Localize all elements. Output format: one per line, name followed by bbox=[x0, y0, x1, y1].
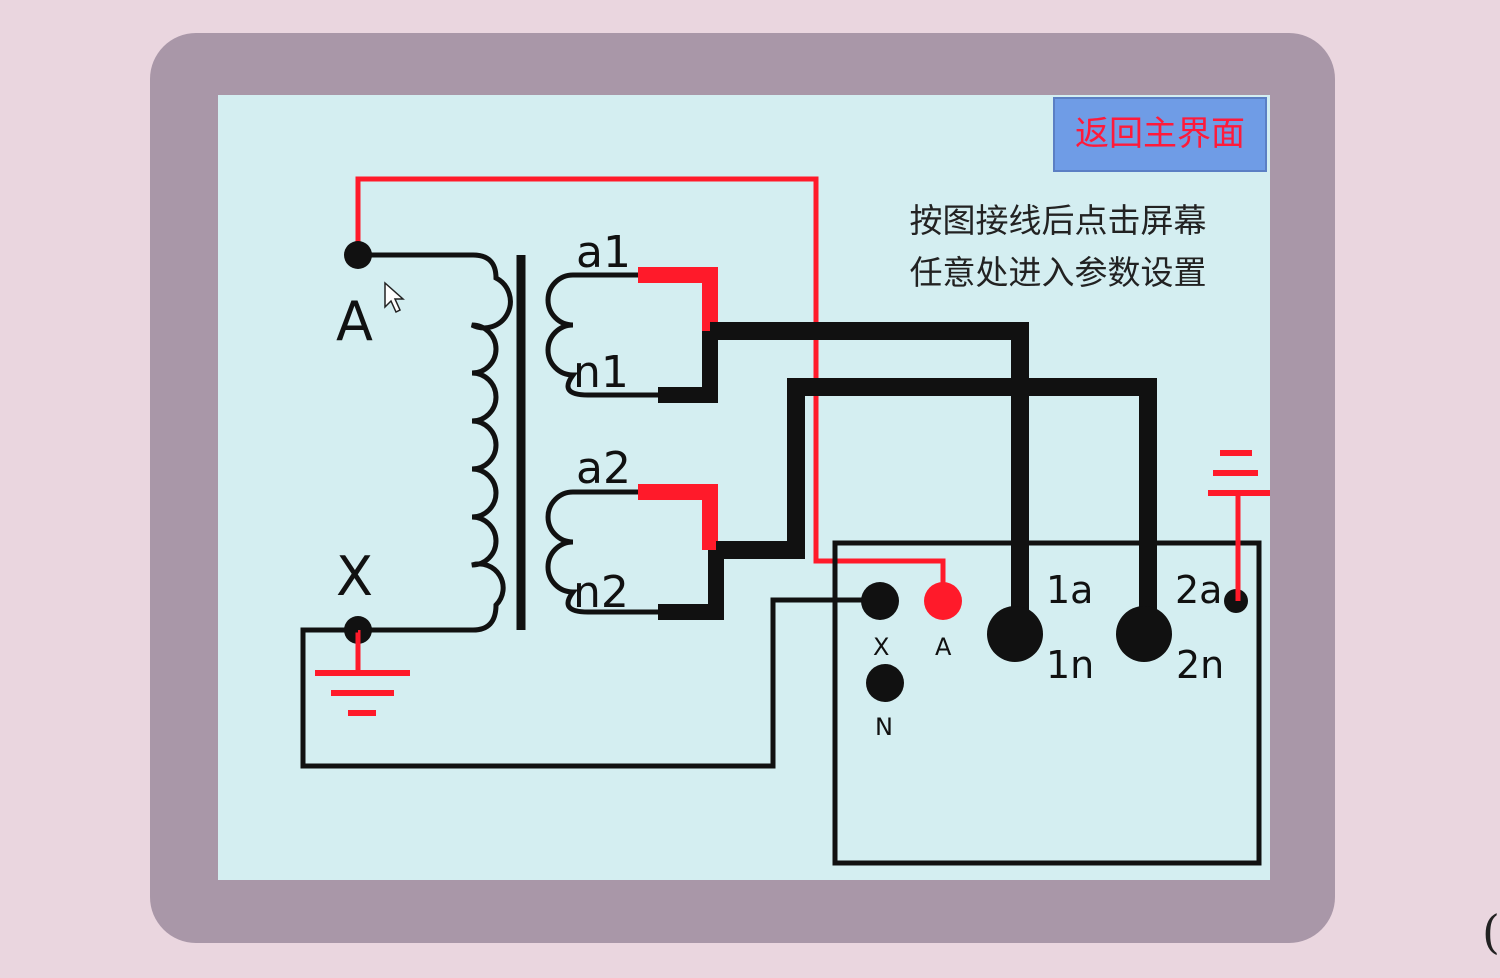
edge-bracket-text: ( bbox=[1482, 905, 1500, 959]
terminal-primary-a bbox=[344, 241, 372, 269]
terminal-1n bbox=[987, 606, 1043, 662]
terminal-x bbox=[861, 582, 899, 620]
wiring-diagram: A X a1 n1 a2 n2 X A N 1a 1n 2a 2n bbox=[300, 176, 1270, 866]
black-lead-n1 bbox=[658, 331, 718, 403]
cable-secondary2 bbox=[716, 378, 1157, 613]
terminal-n-label: N bbox=[875, 713, 893, 741]
wire-primary-x bbox=[300, 597, 880, 769]
secondary1-coil bbox=[545, 272, 658, 398]
terminal-1a-label: 1a bbox=[1046, 568, 1093, 612]
instrument-box bbox=[832, 540, 1262, 866]
return-home-button[interactable]: 返回主界面 bbox=[1053, 97, 1267, 172]
instruction-line-2: 任意处进入参数设置 bbox=[909, 253, 1207, 292]
secondary1-a1-label: a1 bbox=[576, 227, 631, 278]
cable-secondary1 bbox=[710, 322, 1029, 613]
terminal-2n bbox=[1116, 606, 1172, 662]
terminal-2a-label: 2a bbox=[1175, 568, 1222, 612]
touch-screen[interactable]: A X a1 n1 a2 n2 X A N 1a 1n 2a 2n 返回主界面 … bbox=[218, 95, 1270, 880]
primary-x-label: X bbox=[336, 545, 373, 608]
terminal-x-label: X bbox=[873, 633, 889, 661]
red-lead-a1 bbox=[638, 267, 718, 331]
terminal-a-label: A bbox=[935, 633, 952, 661]
terminal-2n-label: 2n bbox=[1176, 643, 1224, 687]
mouse-pointer-icon bbox=[384, 281, 405, 314]
black-lead-n2 bbox=[658, 550, 724, 620]
secondary2-a2-label: a2 bbox=[576, 443, 631, 494]
instruction-text: 按图接线后点击屏幕 任意处进入参数设置 bbox=[878, 195, 1238, 299]
secondary1-n1-label: n1 bbox=[573, 347, 629, 398]
primary-a-label: A bbox=[336, 290, 373, 353]
red-lead-a2 bbox=[638, 484, 718, 550]
secondary2-n2-label: n2 bbox=[573, 567, 629, 618]
ground-icon bbox=[1208, 450, 1270, 601]
terminal-n bbox=[866, 664, 904, 702]
primary-coil bbox=[358, 252, 513, 633]
terminal-1n-label: 1n bbox=[1046, 643, 1094, 687]
red-wire-primary-a bbox=[355, 176, 946, 600]
terminal-a bbox=[924, 582, 962, 620]
instruction-line-1: 按图接线后点击屏幕 bbox=[909, 201, 1207, 240]
ground-icon bbox=[315, 630, 410, 716]
secondary2-coil bbox=[545, 489, 658, 615]
